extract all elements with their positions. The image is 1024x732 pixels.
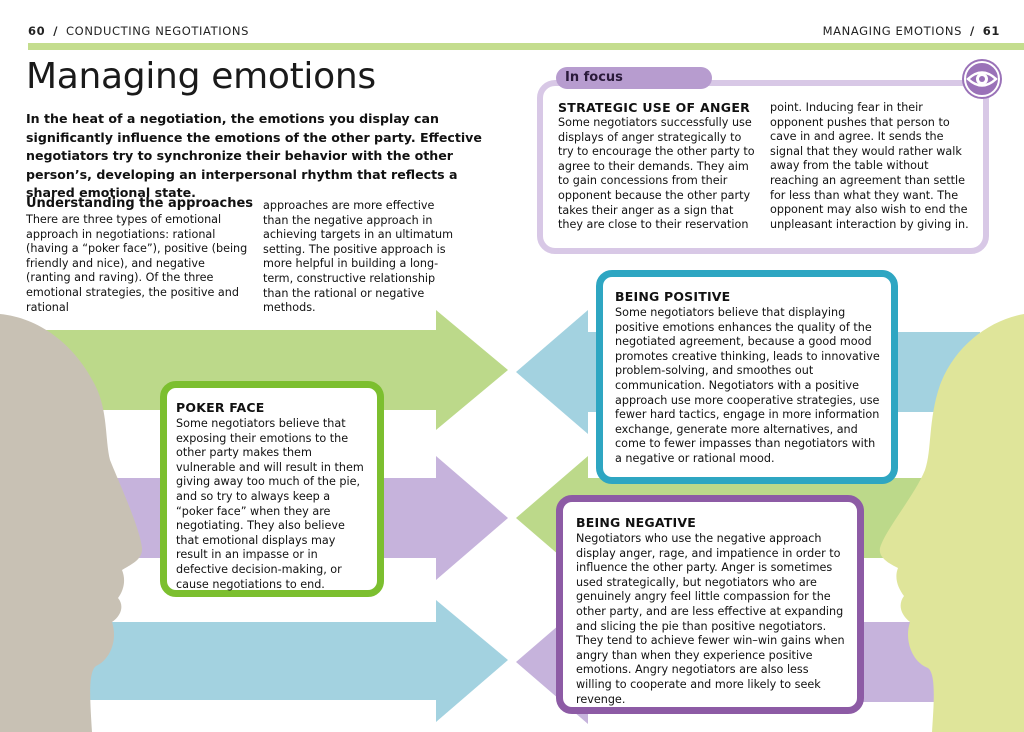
eye-icon-graphic [964,61,1000,97]
approaches-text-col2: approaches are more effective than the n… [263,199,454,315]
poker-face-title: POKER FACE [176,400,265,415]
poker-face-text: Some negotiators believe that exposing t… [176,417,364,591]
right-head-silhouette [879,314,1024,732]
in-focus-label: In focus [565,70,623,85]
eye-icon [962,59,1002,99]
page-header-right: MANAGING EMOTIONS / 61 [823,24,1000,38]
section-title-right: MANAGING EMOTIONS [822,24,962,38]
header-rule [28,43,1024,50]
header-slash-right: / [969,24,975,38]
in-focus-panel [537,80,989,254]
in-focus-title: STRATEGIC USE OF ANGER [558,100,751,115]
section-title-left: CONDUCTING NEGOTIATIONS [66,24,249,38]
in-focus-tab [556,67,712,89]
being-negative-title: BEING NEGATIVE [576,515,696,530]
section-heading: Understanding the approaches [26,196,253,211]
being-positive-box: BEING POSITIVE Some negotiators believe … [596,270,898,484]
approaches-text-col1: There are three types of emotional appro… [26,213,248,314]
blue-arrow-right [40,600,508,722]
being-negative-text: Negotiators who use the negative approac… [576,532,845,706]
page-header-left: 60 / CONDUCTING NEGOTIATIONS [28,24,249,38]
being-negative-box: BEING NEGATIVE Negotiators who use the n… [556,495,864,714]
left-head-silhouette [0,314,143,732]
page-number-left: 60 [28,24,46,38]
being-positive-text: Some negotiators believe that displaying… [615,306,880,465]
page-title: Managing emotions [26,56,376,97]
in-focus-text-col2: point. Inducing fear in their opponent p… [770,101,969,231]
intro-paragraph: In the heat of a negotiation, the emotio… [26,111,482,200]
green-arrow-right [40,310,508,430]
header-slash-left: / [53,24,59,38]
in-focus-text-col1: Some negotiators successfully use displa… [558,116,755,232]
poker-face-box: POKER FACE Some negotiators believe that… [160,381,384,597]
page-number-right: 61 [982,24,1000,38]
being-positive-title: BEING POSITIVE [615,289,731,304]
